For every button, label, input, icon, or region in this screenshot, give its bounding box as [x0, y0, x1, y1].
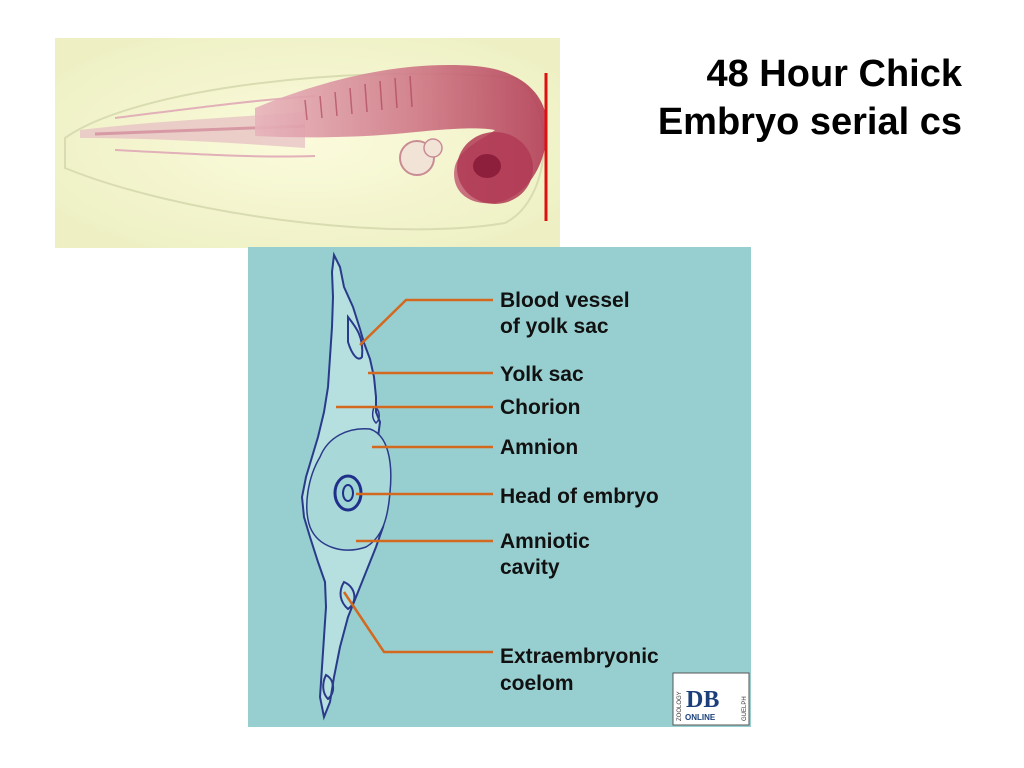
chorion-fold [371, 406, 380, 425]
label-blood-vessel-2: of yolk sac [500, 315, 609, 338]
label-amniotic-2: cavity [500, 556, 560, 579]
label-chorion: Chorion [500, 396, 580, 419]
logo-box [672, 672, 750, 726]
label-amnion: Amnion [500, 436, 578, 459]
leader-lines [336, 298, 493, 654]
leader-blood-vessel [359, 298, 493, 346]
label-blood-vessel-1: Blood vessel [500, 289, 630, 312]
logo-left-text: ZOOLOGY [677, 691, 683, 721]
neural-canal [342, 484, 354, 502]
blood-vessel-lower [339, 580, 356, 611]
label-yolk-sac: Yolk sac [500, 363, 584, 386]
slide-title: 48 Hour Chick Embryo serial cs [542, 50, 962, 146]
heart-bulb [423, 138, 443, 158]
label-extraembryonic-1: Extraembryonic [500, 645, 659, 668]
db-online-logo: ZOOLOGY DB ONLINE GUELPH [672, 672, 750, 726]
blood-vessel-bottom [322, 673, 334, 701]
title-line-2: Embryo serial cs [657, 101, 962, 143]
somite-line-lower [114, 149, 316, 158]
area-pellucida-outline [64, 72, 545, 231]
logo-main-text: DB [686, 687, 719, 713]
label-extraembryonic-2: coelom [500, 672, 574, 695]
cross-section-diagram: Blood vessel of yolk sac Yolk sac Chorio… [248, 247, 751, 727]
blood-vessel-upper [347, 314, 364, 360]
logo-right-text: GUELPH [742, 696, 748, 721]
logo-sub-text: ONLINE [685, 713, 716, 722]
embryo-eye [473, 154, 501, 178]
label-head-of-embryo: Head of embryo [500, 485, 659, 508]
somites [304, 75, 413, 121]
embryo-photo-svg [55, 38, 560, 248]
label-amniotic-1: Amniotic [500, 530, 590, 553]
leader-extraembryonic [342, 591, 493, 654]
title-line-1: 48 Hour Chick [706, 53, 962, 95]
cross-section-svg: Blood vessel of yolk sac Yolk sac Chorio… [248, 247, 751, 727]
embryo-whole-mount-photo [55, 38, 560, 248]
